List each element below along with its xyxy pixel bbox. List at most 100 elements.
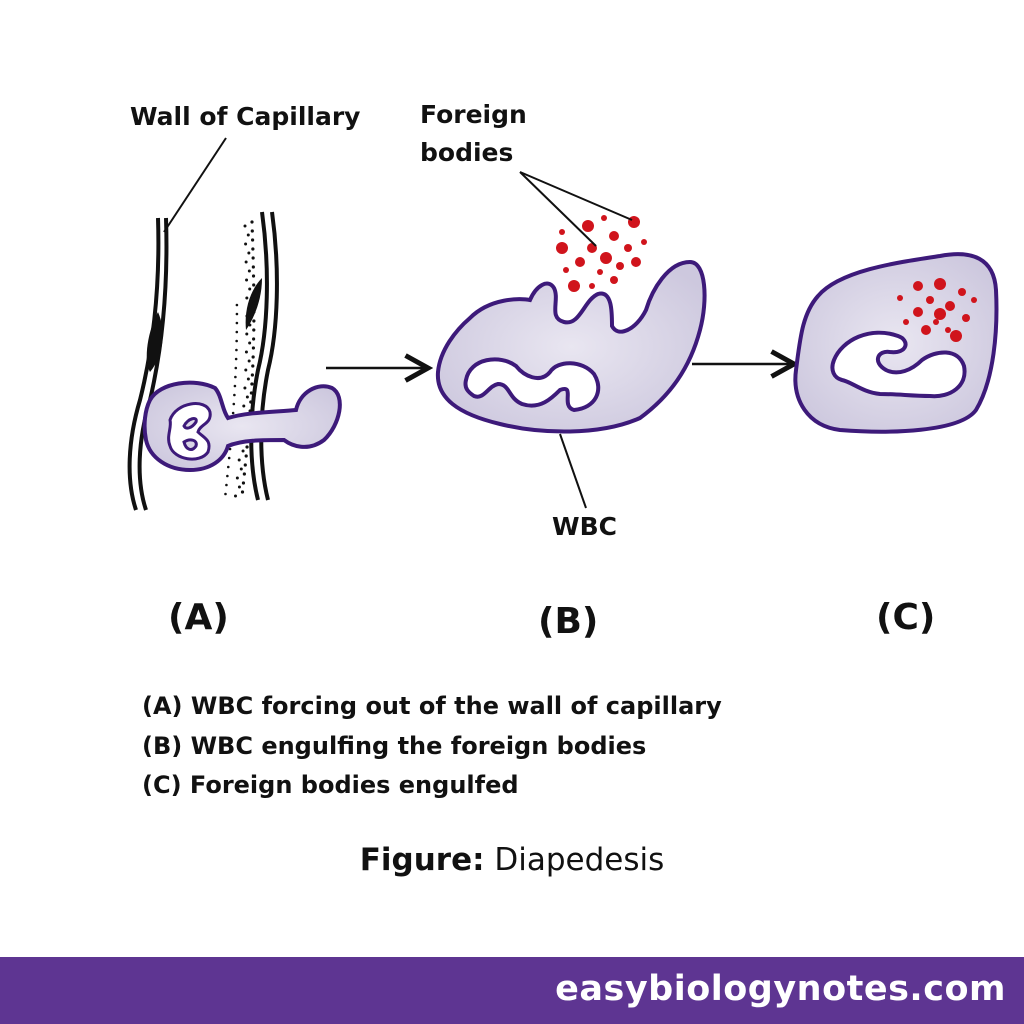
foreign-bodies-label-line2: bodies <box>420 138 514 167</box>
wall-dot <box>247 251 251 255</box>
wall-dot <box>252 301 256 305</box>
wall-dot <box>245 445 249 449</box>
wall-dot <box>235 303 239 307</box>
wall-dot <box>251 265 255 269</box>
wall-dot <box>227 456 231 460</box>
wall-dot <box>240 490 245 494</box>
foreign-body <box>597 269 603 275</box>
wbc-nucleus-a <box>167 402 212 461</box>
wall-dot <box>242 472 246 476</box>
wbc-cell-b <box>435 259 707 434</box>
foreign-body <box>575 257 585 267</box>
caption-a: (A) WBC forcing out of the wall of capil… <box>142 692 722 720</box>
wall-dot <box>250 382 254 386</box>
foreign-body <box>958 288 966 296</box>
wbc-label-leader <box>559 433 587 509</box>
wall-dot <box>233 393 236 397</box>
foreign-body <box>913 281 923 291</box>
wall-dot <box>237 458 241 462</box>
footer-banner: easybiologynotes.com <box>0 957 1024 1024</box>
wall-dot <box>251 256 255 260</box>
wall-dot <box>233 384 237 388</box>
foreign-body <box>945 327 951 333</box>
wall-dot <box>248 305 252 309</box>
wall-dot <box>252 337 256 341</box>
foreign-body <box>903 319 909 325</box>
foreign-body <box>600 252 612 264</box>
wall-dot <box>250 238 255 242</box>
wall-dot <box>252 328 256 332</box>
foreign-body <box>971 297 977 303</box>
wall-dot <box>243 386 247 390</box>
wbc-nucleus-b <box>463 357 601 413</box>
wall-dot <box>232 402 236 406</box>
wall-dot <box>251 247 255 251</box>
foreign-body <box>631 257 641 267</box>
wall-dot <box>239 467 243 471</box>
wall-dot <box>235 312 239 316</box>
wall-dot <box>246 233 250 237</box>
foreign-body <box>945 301 955 311</box>
panel-label-b: (B) <box>538 601 599 642</box>
foreign-body <box>934 308 946 320</box>
foreign-bodies-b <box>556 215 647 292</box>
wall-dot <box>250 373 254 377</box>
foreign-body <box>926 296 934 304</box>
wall-dot <box>251 364 255 368</box>
wall-dot <box>226 474 229 478</box>
wall-dot <box>252 283 256 287</box>
foreign-body <box>641 239 647 245</box>
wall-dot <box>234 366 238 370</box>
wall-dot <box>233 494 237 498</box>
foreign-bodies-c <box>897 278 977 342</box>
caption-b: (B) WBC engulfing the foreign bodies <box>142 732 647 760</box>
foreign-body <box>582 220 594 232</box>
wall-dot <box>249 400 253 404</box>
wall-dot <box>252 310 256 314</box>
wall-dot <box>241 449 245 453</box>
wall-dot <box>242 404 246 408</box>
endothelial-nucleus-left <box>146 312 163 372</box>
wall-dot <box>243 463 247 467</box>
wbc-label: WBC <box>552 512 617 541</box>
wall-dot <box>245 296 249 300</box>
caption-c: (C) Foreign bodies engulfed <box>142 771 519 799</box>
site-name: easybiologynotes.com <box>555 969 1006 1009</box>
foreign-body <box>913 307 923 317</box>
wall-dot <box>247 359 251 363</box>
figure-name: Diapedesis <box>494 842 665 878</box>
wall-dot <box>244 350 248 354</box>
foreign-body <box>568 280 580 292</box>
foreign-body <box>610 276 618 284</box>
foreign-body <box>934 278 946 290</box>
figure-prefix: Figure: <box>359 842 485 878</box>
foreign-body <box>563 267 569 273</box>
foreign-body <box>933 319 939 325</box>
wall-dot <box>235 330 239 334</box>
foreign-body <box>601 215 607 221</box>
wall-dot <box>226 465 230 469</box>
wall-dot <box>237 485 241 489</box>
wall-of-capillary-label: Wall of Capillary <box>130 102 361 131</box>
wall-dot <box>234 357 238 361</box>
wall-dot <box>247 269 251 273</box>
wall-dot <box>234 375 237 379</box>
wall-dot <box>228 447 232 451</box>
foreign-body <box>897 295 903 301</box>
wall-dot <box>235 476 239 480</box>
wall-dot <box>251 355 255 359</box>
wall-dot <box>243 224 247 228</box>
wall-dot <box>245 278 249 282</box>
wall-dot <box>246 377 250 381</box>
panel-label-c: (C) <box>876 597 936 638</box>
wall-label-leader <box>163 137 227 233</box>
foreign-body <box>962 314 970 322</box>
foreign-body <box>609 231 619 241</box>
wall-dot <box>235 339 238 343</box>
wall-dot <box>245 395 249 399</box>
foreign-body <box>628 216 640 228</box>
wall-dot <box>245 314 249 318</box>
wall-dot <box>252 319 256 323</box>
capillary-wall-right <box>249 211 279 501</box>
wall-dot <box>248 341 252 345</box>
